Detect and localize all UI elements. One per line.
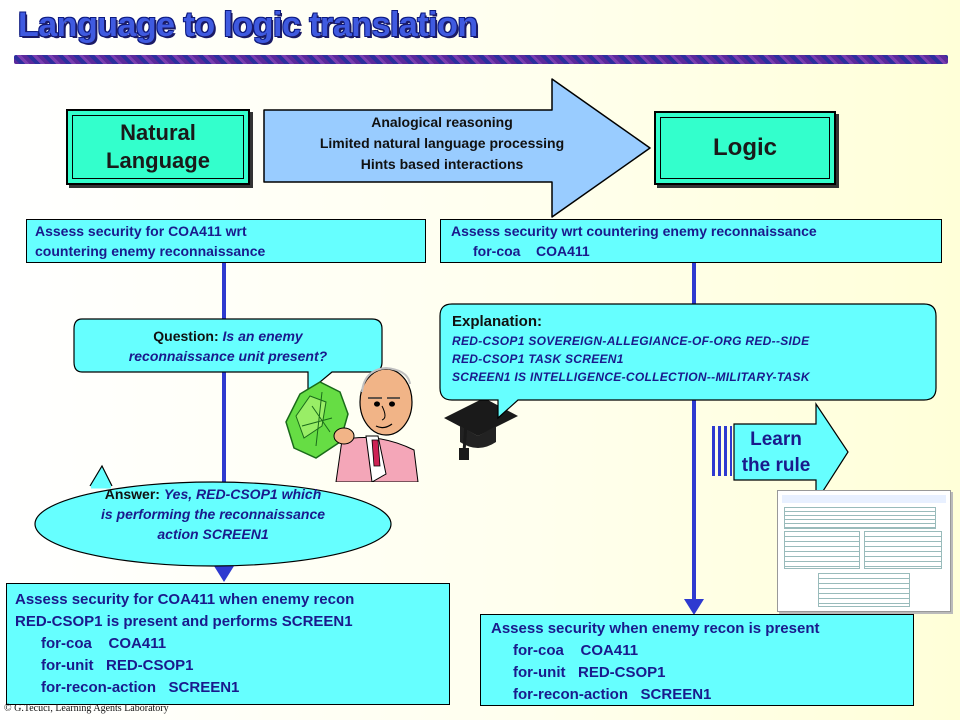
nl-result-key-2: for-unit — [41, 657, 94, 674]
nl-result-val-2: RED-CSOP1 — [106, 657, 194, 674]
logic-result-val-1: COA411 — [580, 642, 639, 659]
explanation-label: Explanation: — [452, 313, 543, 330]
nl-result-key-1: for-coa — [41, 635, 92, 652]
rule-document-thumbnail — [777, 490, 951, 612]
nl-task-line-2: countering enemy reconnaissance — [35, 243, 266, 259]
nl-task-box: Assess security for COA411 wrt counterin… — [26, 219, 426, 263]
logic-result-key-2: for-unit — [513, 664, 566, 681]
nl-result-line-2: RED-CSOP1 is present and performs SCREEN… — [15, 613, 353, 630]
learn-rule-line-1: Learn — [750, 429, 802, 450]
logic-result-val-3: SCREEN1 — [640, 686, 712, 703]
nl-result-val-1: COA411 — [108, 635, 167, 652]
copyright-footer: © G.Tecuci, Learning Agents Laboratory — [4, 703, 169, 714]
page-title: Language to logic translation — [18, 6, 478, 44]
logic-task-box: Assess security wrt countering enemy rec… — [440, 219, 942, 263]
logic-result-key-1: for-coa — [513, 642, 564, 659]
title-underline — [14, 55, 948, 64]
arrow-text: Analogical reasoning Limited natural lan… — [264, 112, 620, 175]
answer-text-3: action SCREEN1 — [157, 526, 269, 542]
explanation-line-3: SCREEN1 IS INTELLIGENCE-COLLECTION--MILI… — [452, 370, 810, 384]
logic-result-key-3: for-recon-action — [513, 686, 629, 703]
logic-result-box: Assess security when enemy recon is pres… — [480, 614, 914, 706]
learn-rule-line-2: the rule — [741, 455, 811, 476]
explanation-line-1: RED-CSOP1 SOVEREIGN-ALLEGIANCE-OF-ORG RE… — [452, 334, 810, 348]
question-text-2: reconnaissance unit present? — [128, 348, 328, 364]
answer-callout: Answer: Yes, RED-CSOP1 which is performi… — [50, 484, 376, 544]
logic-task-line-1: Assess security wrt countering enemy rec… — [451, 223, 817, 239]
left-arrowhead — [214, 566, 234, 582]
translation-arrow — [263, 78, 651, 218]
natural-language-label-2: Language — [106, 148, 210, 173]
nl-task-line-1: Assess security for COA411 wrt — [35, 223, 247, 239]
logic-task-val: COA411 — [536, 243, 590, 259]
logic-task-key: for-coa — [473, 243, 521, 259]
learn-rule-arrow — [733, 402, 849, 505]
answer-callout-shape — [34, 464, 392, 567]
logic-box: Logic — [654, 111, 836, 185]
question-callout: Question: Is an enemy reconnaissance uni… — [76, 326, 380, 366]
nl-result-line-1: Assess security for COA411 when enemy re… — [15, 591, 355, 608]
learn-rule-label: Learn the rule — [734, 427, 818, 479]
nl-result-val-3: SCREEN1 — [168, 679, 240, 696]
logic-result-line-1: Assess security when enemy recon is pres… — [491, 620, 820, 637]
right-connector — [692, 263, 696, 608]
nl-result-key-3: for-recon-action — [41, 679, 157, 696]
answer-label: Answer: — [104, 486, 160, 502]
answer-text-2: is performing the reconnaissance — [100, 506, 326, 522]
arrow-line-2: Limited natural language processing — [319, 135, 565, 151]
learn-stripes — [712, 426, 732, 476]
question-text-1: Is an enemy — [222, 328, 303, 344]
arrow-line-1: Analogical reasoning — [371, 114, 513, 130]
answer-text-1: Yes, RED-CSOP1 which — [163, 486, 322, 502]
explanation-callout-shape — [439, 303, 937, 420]
arrow-line-3: Hints based interactions — [360, 156, 524, 172]
professor-illustration — [285, 366, 419, 482]
logic-label: Logic — [713, 134, 777, 161]
explanation-line-2: RED-CSOP1 TASK SCREEN1 — [452, 352, 624, 366]
natural-language-box: Natural Language — [66, 109, 250, 185]
right-arrowhead — [684, 599, 704, 615]
nl-result-box: Assess security for COA411 when enemy re… — [6, 583, 450, 705]
question-label: Question: — [153, 328, 219, 344]
explanation-callout: Explanation: RED-CSOP1 SOVEREIGN-ALLEGIA… — [452, 312, 932, 386]
natural-language-label-1: Natural — [120, 120, 196, 145]
left-connector — [222, 263, 226, 575]
logic-result-val-2: RED-CSOP1 — [578, 664, 666, 681]
